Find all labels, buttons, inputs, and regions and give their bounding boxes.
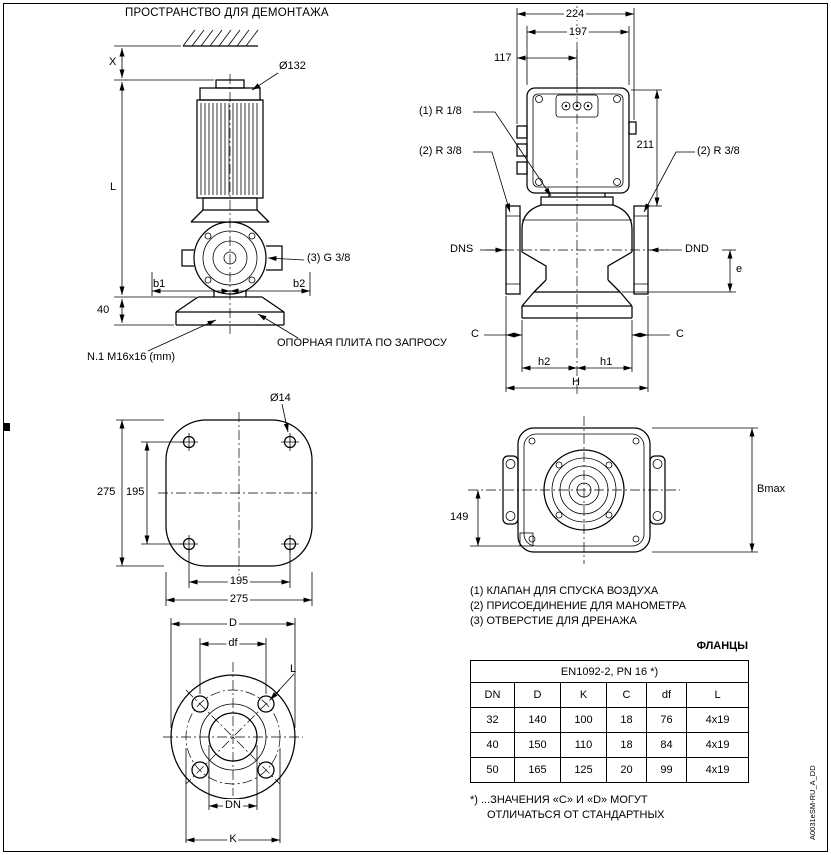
table-cell: 84 (646, 732, 687, 758)
dim-label-211: 211 (636, 139, 654, 151)
table-row: 50 165 125 20 99 4x19 (470, 757, 750, 783)
col-header-l: L (685, 682, 750, 708)
table-cell: 165 (514, 757, 561, 783)
gauge-port-label-left: (2) R 3/8 (419, 145, 462, 157)
dim-label-h2: h2 (538, 356, 551, 368)
pump-front-view (473, 6, 736, 394)
flange-table-standard: EN1092-2, PN 16 *) (469, 660, 750, 683)
col-header-k: K (560, 682, 607, 708)
dim-label-flange-l: L (290, 663, 297, 675)
dim-label-l: L (110, 181, 117, 193)
pump-side-view (114, 29, 311, 352)
dim-label-195-v: 195 (126, 486, 145, 498)
table-cell: 4x19 (685, 707, 750, 733)
dim-label-275-v: 275 (97, 486, 116, 498)
table-cell: 76 (646, 707, 687, 733)
dim-label-flange-d: D (227, 617, 239, 629)
dim-label-40: 40 (97, 304, 110, 316)
table-cell: 4x19 (685, 732, 750, 758)
table-cell: 100 (560, 707, 607, 733)
gauge-port-label-right: (2) R 3/8 (697, 145, 740, 157)
dim-label-h-total: H (572, 376, 580, 388)
table-cell: 140 (514, 707, 561, 733)
table-cell: 125 (560, 757, 607, 783)
table-cell: 99 (646, 757, 687, 783)
table-cell: 18 (606, 732, 647, 758)
table-row: 32 140 100 18 76 4x19 (470, 707, 750, 733)
dim-label-197: 197 (566, 26, 590, 38)
dim-label-149: 149 (450, 511, 469, 523)
support-plate-note: ОПОРНАЯ ПЛИТА ПО ЗАПРОСУ (277, 337, 447, 349)
legend-note-1: (1) КЛАПАН ДЛЯ СПУСКА ВОЗДУХА (470, 585, 659, 597)
base-plate-view (116, 403, 320, 606)
flange-table-header-row: DN D K C df L (470, 682, 750, 708)
col-header-df: df (646, 682, 687, 708)
dim-label-b2: b2 (293, 278, 306, 290)
table-cell: 18 (606, 707, 647, 733)
drawing-code: A0031eSM-RU_A_DD (808, 765, 817, 840)
table-row: 40 150 110 18 84 4x19 (470, 732, 750, 758)
flange-view (163, 618, 303, 843)
dim-label-117: 117 (494, 52, 512, 64)
flange-table-title: ФЛАНЦЫ (696, 640, 748, 652)
dim-label-h1: h1 (600, 356, 613, 368)
legend-note-2: (2) ПРИСОЕДИНЕНИЕ ДЛЯ МАНОМЕТРА (470, 600, 686, 612)
table-cell: 50 (470, 757, 515, 783)
pump-top-view (468, 416, 758, 564)
table-footnote-line1: *) ...ЗНАЧЕНИЯ «C» И «D» МОГУТ (470, 794, 648, 806)
dim-label-flange-dn: DN (223, 799, 243, 811)
table-cell: 32 (470, 707, 515, 733)
suction-nozzle-label: DNS (450, 243, 474, 255)
dim-label-b1: b1 (153, 278, 166, 290)
dim-label-flange-df: df (226, 637, 240, 649)
col-header-c: C (606, 682, 647, 708)
dim-label-195-h: 195 (227, 575, 251, 587)
dim-label-d14: Ø14 (270, 392, 291, 404)
dim-label-e: e (736, 263, 743, 275)
dim-label-flange-k: K (227, 833, 239, 845)
dim-label-c-right: C (676, 328, 684, 340)
dim-label-bmax: Bmax (757, 483, 786, 495)
table-footnote-line2: ОТЛИЧАТЬСЯ ОТ СТАНДАРТНЫХ (487, 809, 665, 821)
flange-table-standard-row: EN1092-2, PN 16 *) (469, 660, 750, 683)
dim-label-224: 224 (563, 8, 587, 20)
anchor-bolt-note: N.1 M16x16 (mm) (87, 351, 176, 363)
dim-label-d132: Ø132 (279, 60, 306, 72)
vent-port-label: (1) R 1/8 (419, 105, 462, 117)
table-cell: 4x19 (685, 757, 750, 783)
legend-note-3: (3) ОТВЕРСТИЕ ДЛЯ ДРЕНАЖА (470, 615, 637, 627)
table-cell: 150 (514, 732, 561, 758)
dim-label-x: X (109, 56, 117, 68)
flange-table: EN1092-2, PN 16 *) DN D K C df L 32 140 … (469, 660, 750, 783)
legend-notes: (1) КЛАПАН ДЛЯ СПУСКА ВОЗДУХА (2) ПРИСОЕ… (470, 584, 686, 629)
dim-label-275-h: 275 (227, 593, 251, 605)
print-mark (3, 423, 10, 431)
table-cell: 110 (560, 732, 607, 758)
drain-port-label: (3) G 3/8 (307, 252, 351, 264)
table-cell: 40 (470, 732, 515, 758)
table-cell: 20 (606, 757, 647, 783)
col-header-d: D (514, 682, 561, 708)
clearance-note: ПРОСТРАНСТВО ДЛЯ ДЕМОНТАЖА (125, 7, 329, 19)
col-header-dn: DN (470, 682, 515, 708)
dim-label-c-left: C (471, 328, 479, 340)
discharge-nozzle-label: DND (685, 243, 709, 255)
